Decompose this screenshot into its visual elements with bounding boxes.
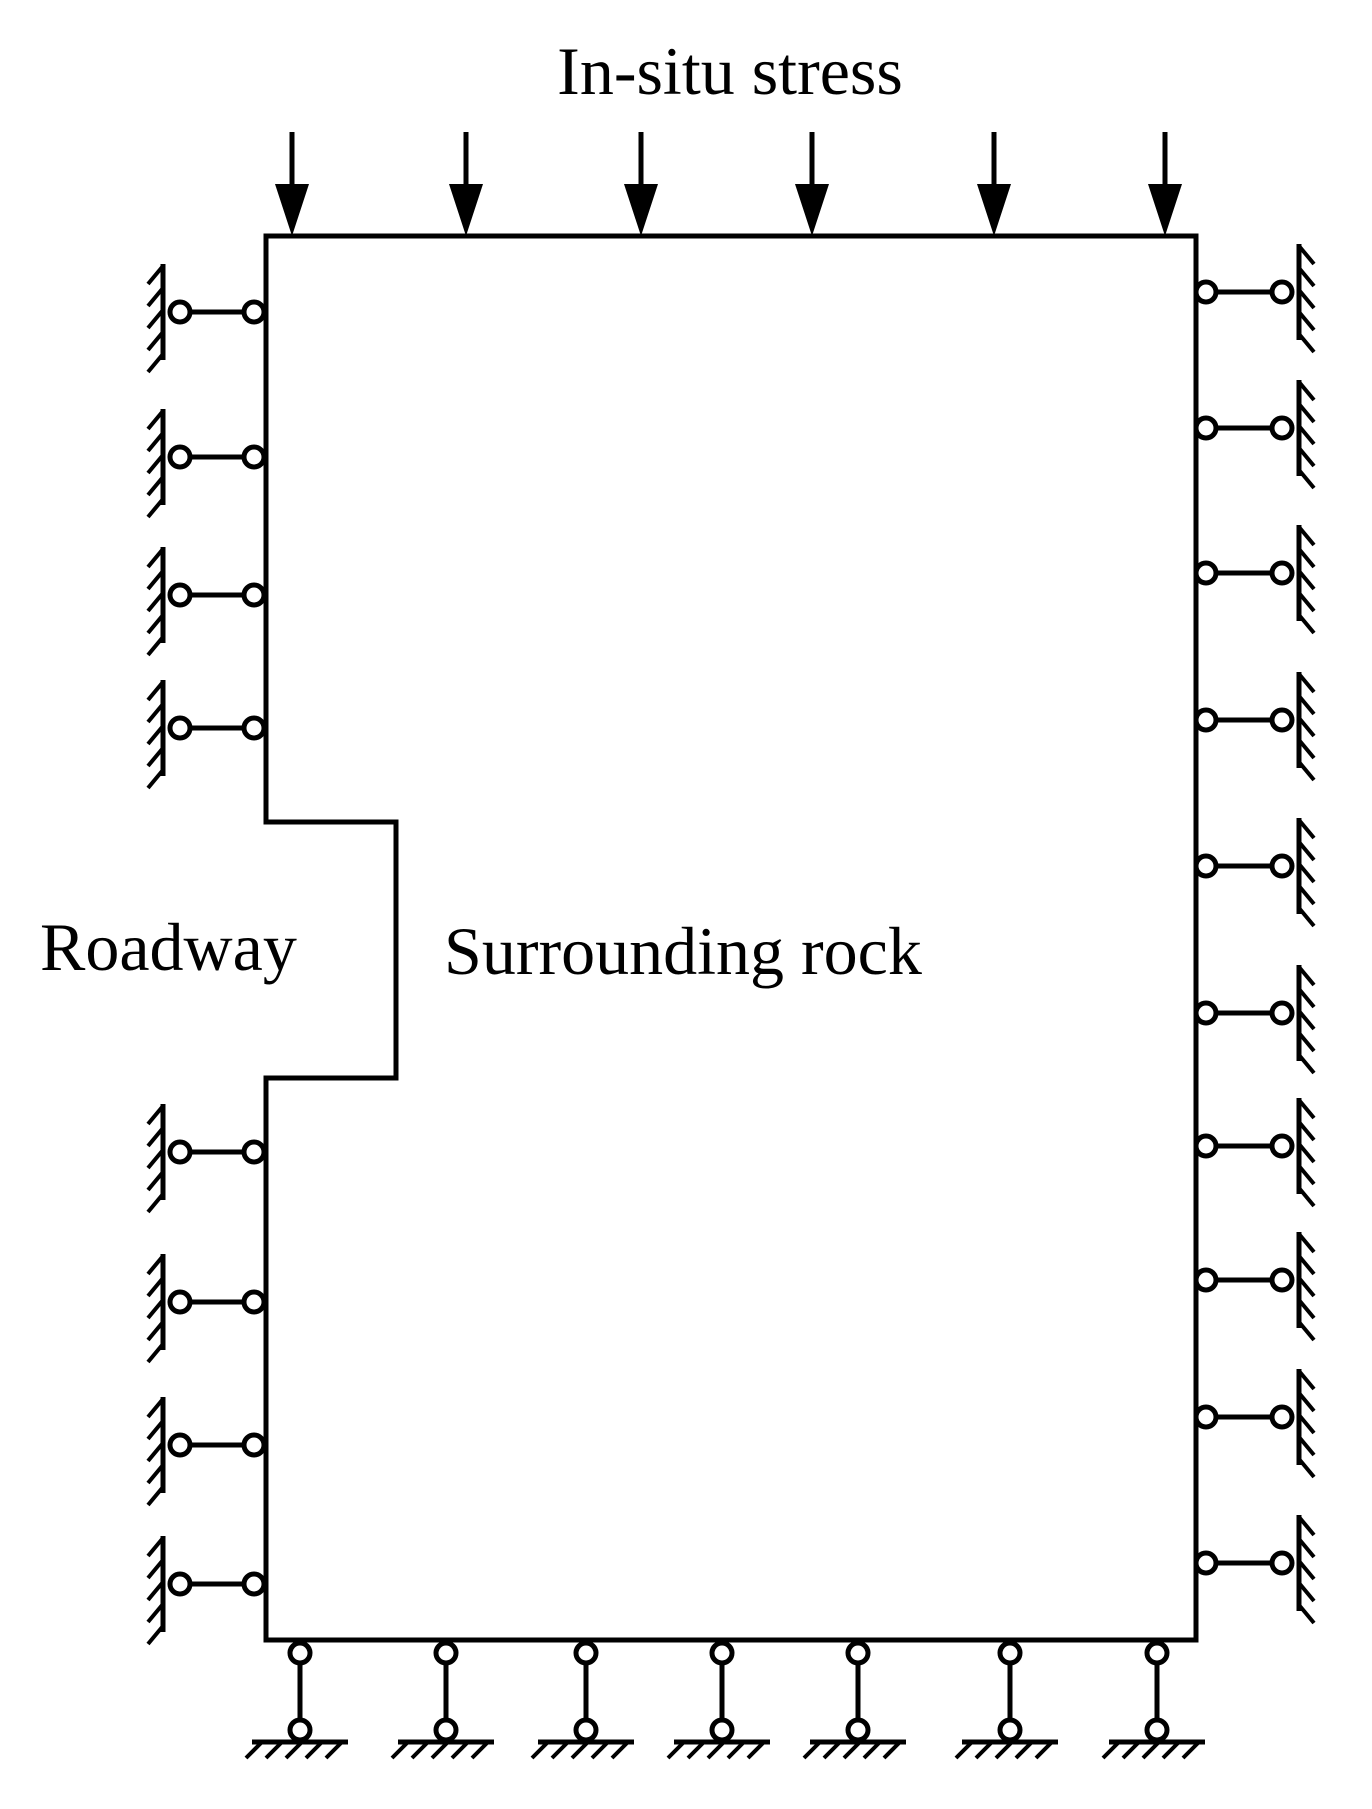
roller-support-icon: [1193, 525, 1316, 635]
fixed-hinge-ground-icon: [390, 1640, 494, 1760]
roller-support-icon: [1193, 818, 1316, 928]
arrow-down-icon: [449, 132, 483, 236]
arrow-down-icon: [1148, 132, 1182, 236]
roller-support-icon: [1193, 244, 1316, 354]
fixed-hinge-ground-icon: [244, 1640, 348, 1760]
roller-support-icon: [146, 409, 267, 519]
roller-support-icon: [1193, 380, 1316, 490]
arrow-down-icon: [624, 132, 658, 236]
model-boundary: [263, 233, 1199, 1643]
fixed-hinge-ground-icon: [666, 1640, 770, 1760]
roller-support-icon: [146, 1104, 267, 1214]
fixed-hinge-ground-icon: [1101, 1640, 1205, 1760]
roller-support-icon: [1193, 965, 1316, 1075]
roller-support-icon: [1193, 1098, 1316, 1208]
arrow-down-icon: [977, 132, 1011, 236]
roller-support-icon: [1193, 1515, 1316, 1625]
arrow-down-icon: [275, 132, 309, 236]
right-roller-supports: [1193, 244, 1316, 1625]
arrow-down-icon: [795, 132, 829, 236]
fixed-hinge-ground-icon: [954, 1640, 1058, 1760]
roller-support-icon: [146, 680, 267, 790]
in-situ-stress-label: In-situ stress: [557, 33, 903, 109]
fixed-hinge-ground-icon: [802, 1640, 906, 1760]
roller-support-icon: [146, 264, 267, 374]
roller-support-icon: [146, 1254, 267, 1364]
bottom-roller-supports: [244, 1640, 1205, 1760]
load-arrows: [275, 132, 1182, 236]
roller-support-icon: [146, 1397, 267, 1507]
roller-support-icon: [1193, 672, 1316, 782]
roadway-label: Roadway: [40, 909, 297, 985]
roller-support-icon: [1193, 1369, 1316, 1479]
left-roller-supports: [146, 264, 267, 1646]
roller-support-icon: [146, 547, 267, 657]
fixed-hinge-ground-icon: [530, 1640, 634, 1760]
roller-support-icon: [1193, 1232, 1316, 1342]
roller-support-icon: [146, 1536, 267, 1646]
surrounding-rock-label: Surrounding rock: [444, 913, 922, 989]
